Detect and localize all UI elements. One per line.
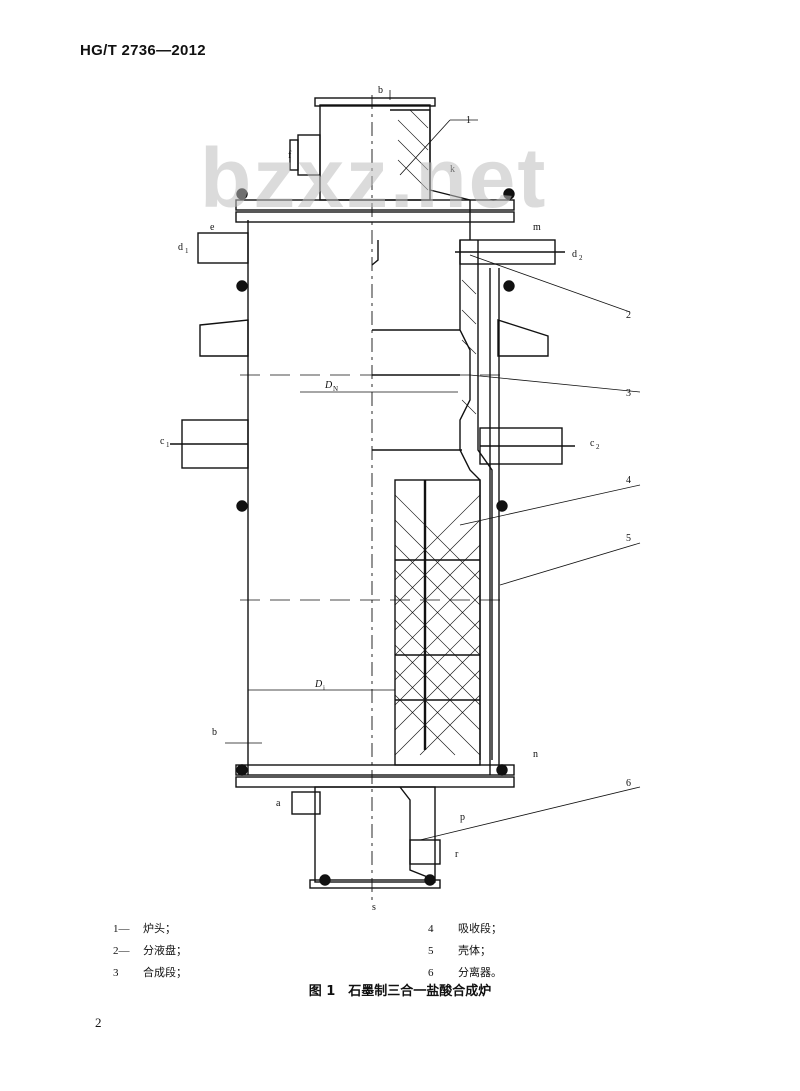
furnace-drawing: b f k e d 1 m d 2 c 1 c 2 D N D i b n a … <box>160 85 641 910</box>
ref-5: 5 <box>626 533 631 544</box>
label-c2: c <box>590 438 595 449</box>
legend-num: 5 <box>428 945 434 957</box>
legend-item: 1— 炉头； <box>113 918 187 940</box>
label-m: m <box>533 222 541 233</box>
label-p: p <box>460 812 465 823</box>
label-d1-sub: 1 <box>185 247 189 255</box>
ref-2: 2 <box>626 310 631 321</box>
legend-num: 1— <box>113 923 130 935</box>
legend-item: 3 合成段； <box>113 962 187 984</box>
legend-item: 2— 分液盘； <box>113 940 187 962</box>
legend-item: 5 壳体； <box>428 940 502 962</box>
label-n: n <box>533 749 538 760</box>
legend-left: 1— 炉头； 2— 分液盘； 3 合成段； <box>113 918 187 984</box>
label-k: k <box>450 164 455 175</box>
ref-3: 3 <box>626 388 631 399</box>
figure-caption: 图 1 石墨制三合一盐酸合成炉 <box>308 984 492 999</box>
legend-num: 4 <box>428 923 434 935</box>
legend-item: 6 分离器。 <box>428 962 502 984</box>
label-d1: d <box>178 242 183 253</box>
label-b-bottom: b <box>212 727 217 738</box>
legend-text: 分离器。 <box>458 966 502 979</box>
legend-right: 4 吸收段； 5 壳体； 6 分离器。 <box>428 918 502 984</box>
watermark: bzxz.net <box>200 131 548 225</box>
label-d2: d <box>572 249 577 260</box>
label-e: e <box>210 222 215 233</box>
legend-item: 4 吸收段； <box>428 918 502 940</box>
label-di-sub: i <box>323 684 325 692</box>
label-a: a <box>276 798 281 809</box>
legend-text: 吸收段； <box>458 922 502 935</box>
ref-4: 4 <box>626 475 631 486</box>
label-r: r <box>455 849 459 860</box>
label-di: D <box>314 679 323 690</box>
label-c1-sub: 1 <box>166 441 170 449</box>
legend-num: 2— <box>113 945 130 957</box>
label-b-top: b <box>378 85 383 96</box>
label-f: f <box>288 150 292 161</box>
legend-text: 炉头； <box>143 922 176 935</box>
page-number: 2 <box>95 1015 102 1030</box>
legend-text: 分液盘； <box>143 944 187 957</box>
legend-text: 壳体； <box>458 944 491 957</box>
label-dn-sub: N <box>333 385 338 393</box>
label-d2-sub: 2 <box>579 254 583 262</box>
ref-6: 6 <box>626 778 631 789</box>
label-s: s <box>372 902 376 910</box>
legend-num: 3 <box>113 967 119 979</box>
legend-num: 6 <box>428 967 434 979</box>
standard-code: HG/T 2736—2012 <box>80 42 206 59</box>
label-c1: c <box>160 436 165 447</box>
label-dn: D <box>324 380 333 391</box>
legend-text: 合成段； <box>143 966 187 979</box>
label-c2-sub: 2 <box>596 443 600 451</box>
ref-1: 1 <box>466 115 471 126</box>
